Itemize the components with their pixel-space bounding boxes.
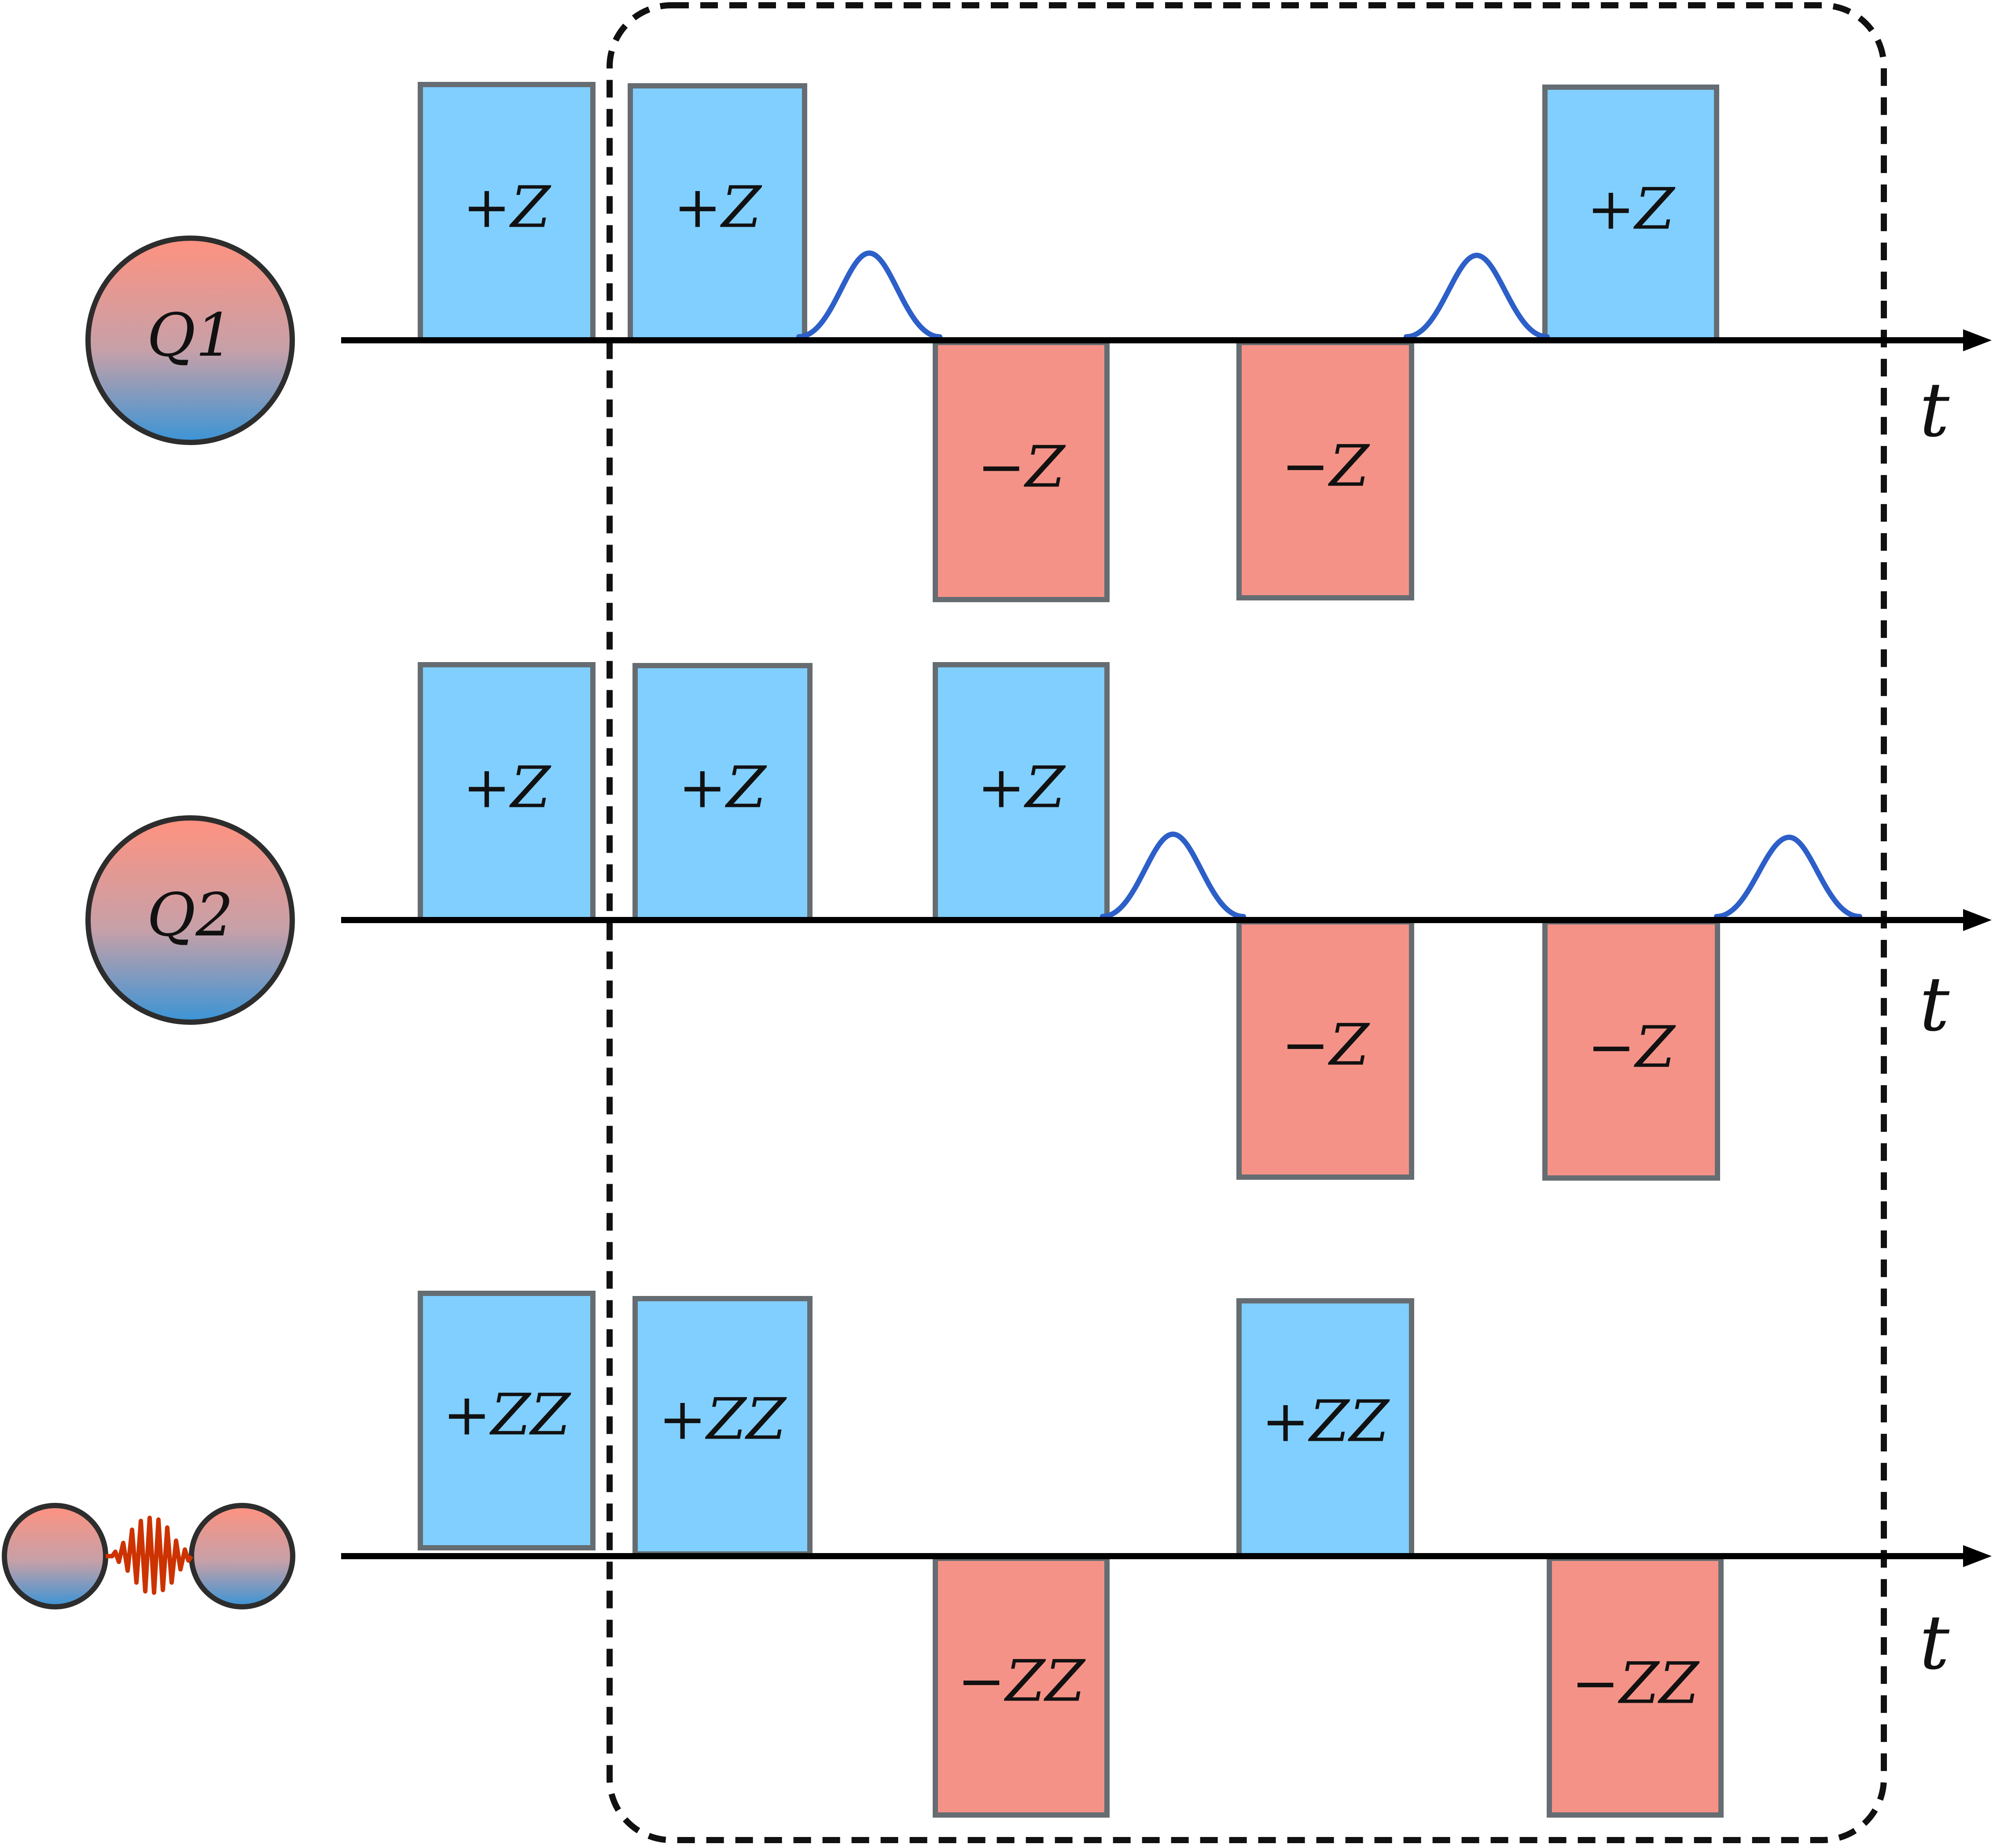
- pulse-label: +Z: [977, 754, 1066, 821]
- qubit-circle-icon: [85, 236, 295, 445]
- qubit-circle-icon: [189, 1503, 295, 1609]
- pulse-label: +Z: [678, 754, 767, 821]
- pulse-block: −Z: [933, 340, 1110, 602]
- qubit-circle-icon: [2, 1503, 108, 1609]
- time-axis: [341, 1545, 1992, 1567]
- time-axis-label: t: [1919, 1599, 1950, 1686]
- pulse-block: +Z: [933, 662, 1110, 923]
- row-q1: Q1 +Z +Z −Z −Z +Z t: [85, 82, 1992, 602]
- pulse-block-rect: [933, 662, 1110, 923]
- pulse-label: +ZZ: [1261, 1388, 1390, 1455]
- pulse-block-rect: [632, 663, 813, 923]
- coupled-qubits-icon: [2, 1503, 295, 1609]
- pulse-block: +Z: [632, 663, 813, 923]
- pulse-block-rect: [1236, 1298, 1414, 1559]
- pulse-label: −Z: [977, 434, 1066, 501]
- pulse-block-rect: [1236, 340, 1414, 600]
- pulse-label: +ZZ: [443, 1381, 571, 1448]
- pulse-block: +ZZ: [418, 1291, 596, 1550]
- pulse-block-rect: [1542, 85, 1719, 343]
- gaussian-pulse-icon: [796, 250, 942, 339]
- pulse-label: +ZZ: [658, 1386, 787, 1453]
- pulse-label: +Z: [463, 754, 552, 821]
- pulse-block: +Z: [418, 82, 596, 343]
- pulse-label: −ZZ: [957, 1648, 1086, 1715]
- qubit-circle-icon: [85, 815, 295, 1025]
- pulse-block-rect: [1236, 919, 1414, 1180]
- pulse-label: −Z: [1281, 1012, 1370, 1079]
- gaussian-pulse-icon: [1404, 252, 1550, 339]
- pulse-block: +Z: [418, 662, 596, 923]
- pulse-label: +Z: [1587, 176, 1676, 243]
- row-q2: Q2 +Z +Z +Z −Z −Z t: [85, 662, 1992, 1181]
- pulse-label: +Z: [673, 174, 762, 241]
- pulse-label: −Z: [1281, 433, 1370, 500]
- pulse-label: −Z: [1587, 1014, 1676, 1081]
- pulse-block: −Z: [1236, 919, 1414, 1180]
- qubit-label: Q1: [147, 301, 234, 370]
- pulse-block: +Z: [1542, 85, 1719, 343]
- qubit-q2: Q2: [85, 815, 295, 1025]
- gaussian-pulse-icon: [1714, 834, 1862, 919]
- pulse-block: −ZZ: [1547, 1556, 1724, 1818]
- pulse-block-rect: [1542, 919, 1720, 1181]
- pulse-block: −ZZ: [933, 1556, 1110, 1818]
- pulse-label: −ZZ: [1571, 1650, 1700, 1717]
- pulse-block: −Z: [1542, 919, 1720, 1181]
- gaussian-pulse-icon: [1100, 831, 1246, 919]
- pulse-block-rect: [418, 82, 596, 343]
- coupling-wave-icon: [106, 1516, 194, 1595]
- pulse-block-rect: [933, 1556, 1110, 1818]
- time-axis-label: t: [1919, 961, 1950, 1048]
- pulse-block: +ZZ: [632, 1296, 813, 1557]
- pulse-block: +ZZ: [1236, 1298, 1414, 1559]
- pulse-block-rect: [1547, 1556, 1724, 1818]
- qubit-q1: Q1: [85, 236, 295, 445]
- pulse-block-rect: [632, 1296, 813, 1557]
- pulse-block: −Z: [1236, 340, 1414, 600]
- pulse-block-rect: [418, 1291, 596, 1550]
- time-axis: [341, 329, 1992, 351]
- qubit-label: Q2: [147, 880, 234, 950]
- row-zz: +ZZ +ZZ −ZZ +ZZ −ZZ t: [2, 1291, 1992, 1818]
- time-axis: [341, 909, 1992, 931]
- pulse-block: +Z: [628, 83, 807, 343]
- pulse-label: +Z: [463, 174, 552, 241]
- time-axis-label: t: [1919, 367, 1950, 454]
